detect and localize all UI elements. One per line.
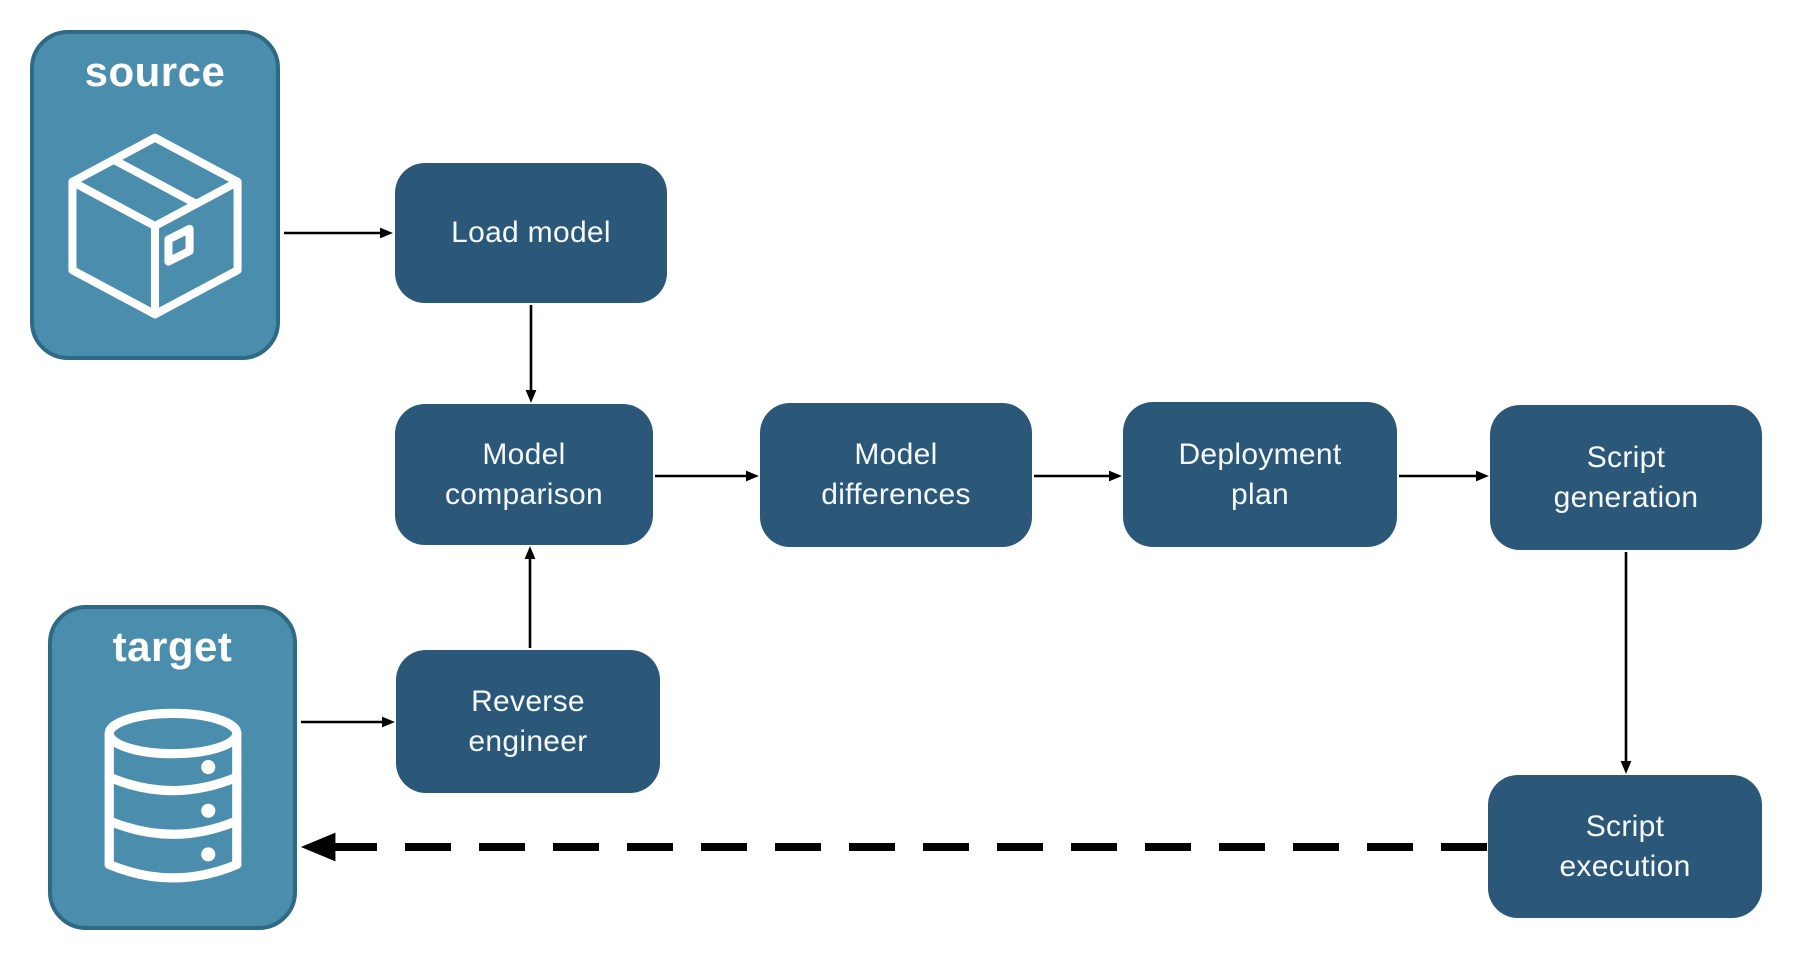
node-model-comparison: Model comparison [395,404,653,545]
entity-source: source [30,30,280,360]
entity-target-label: target [112,623,233,670]
entity-source-label: source [84,48,226,95]
node-deployment-plan: Deployment plan [1123,402,1397,547]
database-icon [52,671,293,926]
entity-target: target [48,605,297,930]
node-load-model: Load model [395,163,667,303]
node-script-execution: Script execution [1488,775,1762,918]
node-script-generation: Script generation [1490,405,1762,550]
node-model-differences: Model differences [760,403,1032,547]
node-reverse-engineer: Reverse engineer [396,650,660,793]
package-icon [34,96,276,356]
